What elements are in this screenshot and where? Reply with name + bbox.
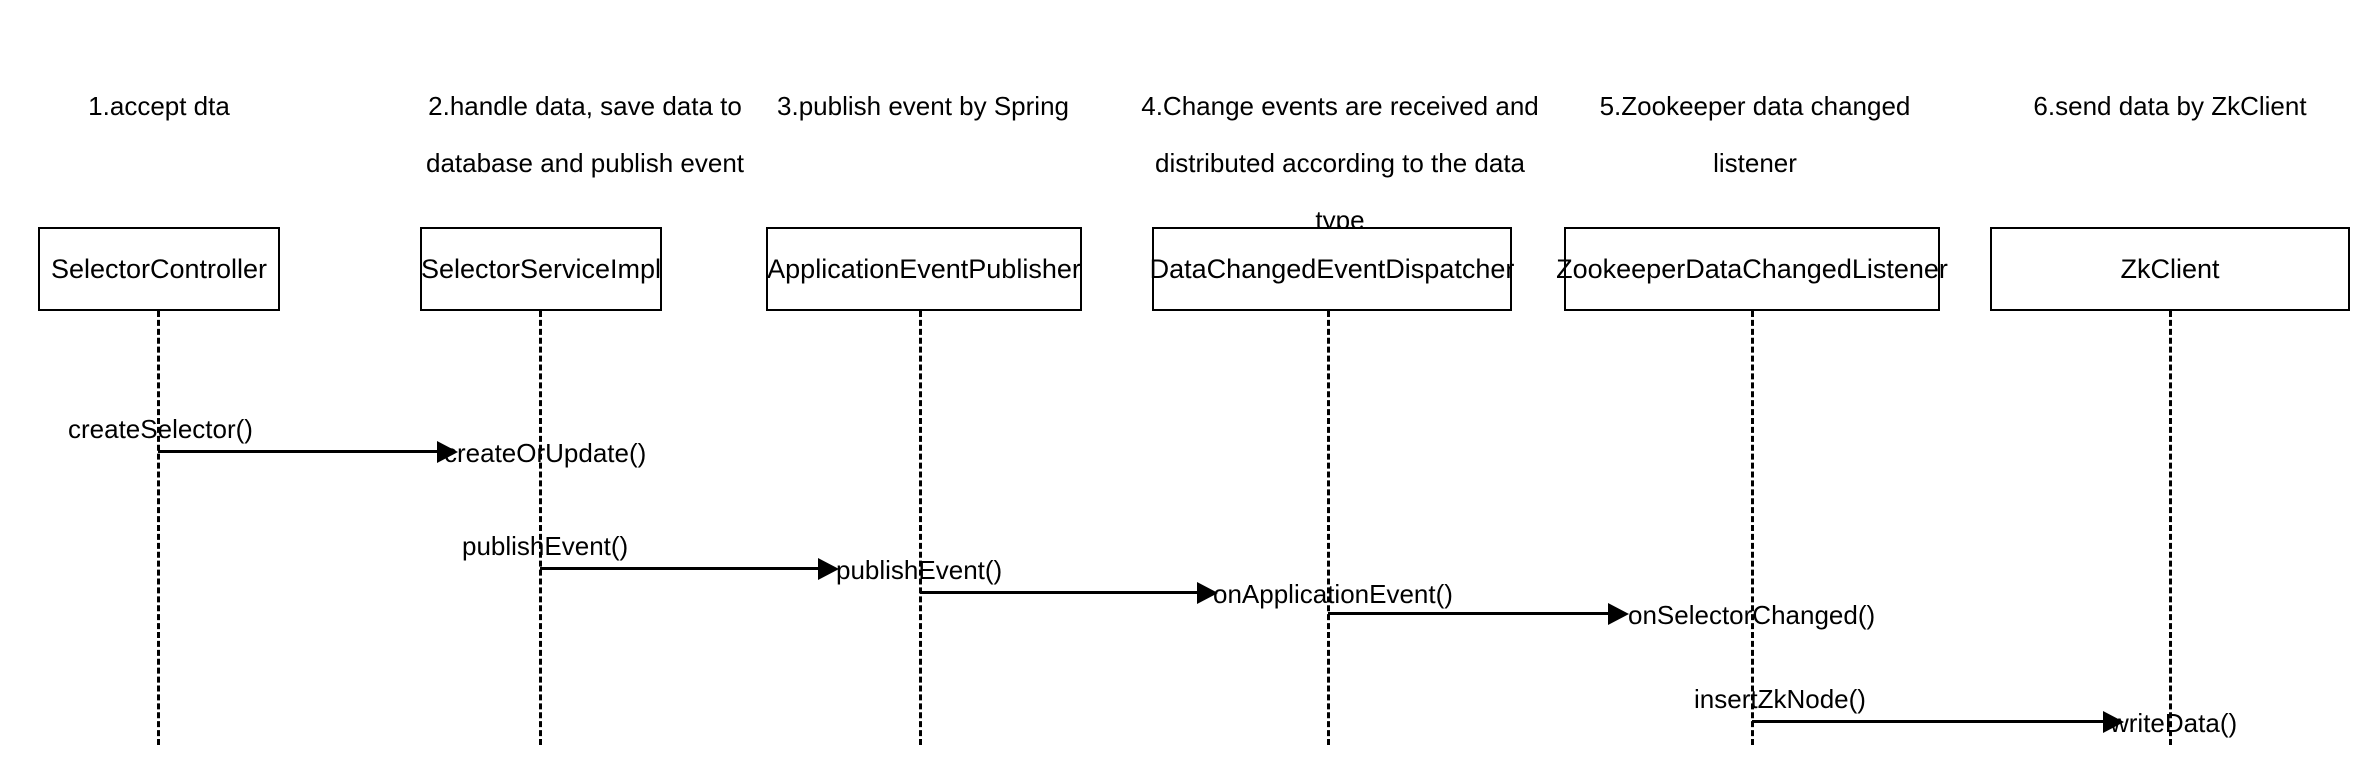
message-label-insert-zk-node: insertZkNode() xyxy=(1694,684,1866,714)
message-arrowhead-on-application-event xyxy=(1197,582,1218,604)
message-target-label-publish-event-1: publishEvent() xyxy=(836,555,1003,585)
message-label-create-selector: createSelector() xyxy=(68,414,253,444)
message-arrowhead-publish-event-1 xyxy=(818,558,839,580)
participant-selector-controller[interactable]: SelectorController xyxy=(38,227,280,311)
note-step-3: 3.publish event by Spring xyxy=(777,91,1069,121)
message-target-label-on-application-event: onApplicationEvent() xyxy=(1213,579,1453,609)
lifeline-data-changed-event-dispatcher xyxy=(1327,311,1330,745)
message-arrow-publish-event-1 xyxy=(540,567,818,570)
message-arrow-on-application-event xyxy=(920,591,1197,594)
lifeline-selector-controller xyxy=(157,311,160,745)
lifeline-selector-service-impl xyxy=(539,311,542,745)
note-step-5: 5.Zookeeper data changed listener xyxy=(1599,91,1911,178)
note-step-4: 4.Change events are received and distrib… xyxy=(1141,91,1539,235)
participant-zk-client[interactable]: ZkClient xyxy=(1990,227,2350,311)
message-target-label-on-selector-changed: onSelectorChanged() xyxy=(1628,600,1876,630)
participant-data-changed-event-dispatcher[interactable]: DataChangedEventDispatcher xyxy=(1150,227,1514,311)
lifeline-application-event-publisher xyxy=(919,311,922,745)
participant-selector-service-impl[interactable]: SelectorServiceImpl xyxy=(420,227,662,311)
lifeline-zookeeper-data-changed-listener xyxy=(1751,311,1754,745)
message-arrowhead-insert-zk-node xyxy=(2103,711,2124,733)
message-target-label-create-or-update: createOrUpdate() xyxy=(444,438,647,468)
lifeline-zk-client xyxy=(2169,311,2172,745)
note-step-1: 1.accept dta xyxy=(88,91,230,121)
message-label-publish-event-1: publishEvent() xyxy=(462,531,629,561)
message-arrowhead-create-selector xyxy=(437,441,458,463)
note-step-6: 6.send data by ZkClient xyxy=(2033,91,2307,121)
note-step-2: 2.handle data, save data to database and… xyxy=(425,91,745,178)
message-arrowhead-on-selector-changed xyxy=(1608,603,1629,625)
participant-zookeeper-data-changed-listener[interactable]: ZookeeperDataChangedListener xyxy=(1556,227,1948,311)
participant-application-event-publisher[interactable]: ApplicationEventPublisher xyxy=(766,227,1082,311)
message-target-label-write-data: writeData() xyxy=(2110,708,2238,738)
message-arrow-on-selector-changed xyxy=(1328,612,1608,615)
message-arrow-create-selector xyxy=(158,450,437,453)
message-arrow-insert-zk-node xyxy=(1752,720,2103,723)
